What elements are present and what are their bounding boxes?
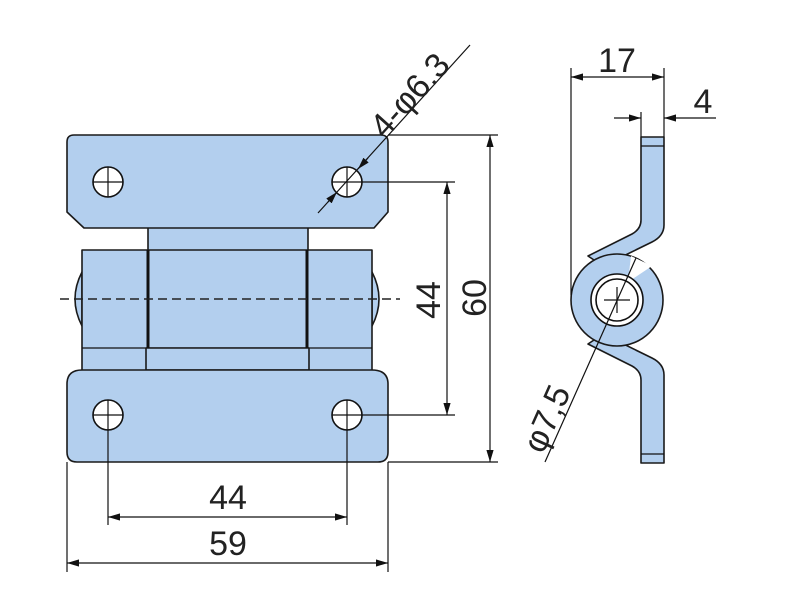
dim-overall-depth: 17 (598, 42, 636, 80)
dim-pin-diameter: φ7,5 (516, 379, 579, 458)
top-leaf (66, 134, 389, 229)
knuckle-bottom (145, 347, 310, 371)
dim-hole-spacing-horizontal: 44 (209, 479, 247, 517)
dim-overall-width: 59 (209, 525, 247, 563)
side-lower-arm (587, 333, 665, 464)
mounting-holes (92, 166, 363, 431)
dim-thickness: 4 (694, 83, 713, 121)
hole-callout: 4-φ6.3 (363, 46, 458, 145)
knuckle-top (147, 225, 309, 253)
bottom-leaf (66, 369, 389, 463)
front-view (60, 134, 400, 463)
side-upper-arm (587, 136, 665, 267)
dim-overall-height: 60 (456, 279, 494, 317)
dim-hole-spacing-vertical: 44 (410, 281, 448, 319)
